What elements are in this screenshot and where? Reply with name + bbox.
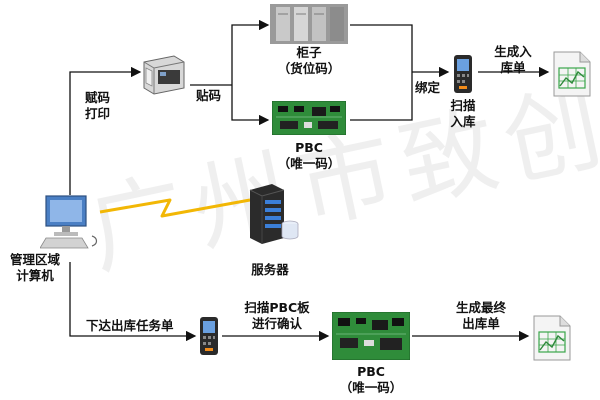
print-label-text-2: 打印 <box>85 106 111 121</box>
pcb-top-sublabel: （唯一码） <box>277 156 341 171</box>
create-final-text-2: 出库单 <box>462 316 500 331</box>
cabinet-icon <box>270 4 348 44</box>
create-receipt-text: 生成入 <box>494 44 532 59</box>
create-final-text: 生成最终 <box>455 300 506 315</box>
server-icon <box>249 184 299 244</box>
scan-confirm-text: 扫描PBC板 <box>244 300 310 315</box>
edge-branch-to-cabinet <box>231 19 270 85</box>
pcb-board-bottom-icon <box>332 312 410 360</box>
computer-label: 管理区域 <box>9 252 60 267</box>
server-label: 服务器 <box>251 262 289 277</box>
pcb-top-label: PBC <box>295 140 323 155</box>
pcb-board-icon <box>272 101 346 135</box>
edge-cabinet-merge <box>350 24 413 121</box>
computer-icon <box>40 195 98 249</box>
scanner-top-label: 扫描 <box>450 98 476 113</box>
scan-confirm-text-2: 进行确认 <box>251 316 302 331</box>
attach-label-text: 贴码 <box>196 88 222 103</box>
handheld-scanner-bottom-icon <box>200 317 218 355</box>
cabinet-label: 柜子 <box>296 45 322 60</box>
create-receipt-text-2: 库单 <box>500 60 526 75</box>
outbound-receipt-icon <box>533 315 571 361</box>
handheld-scanner-icon <box>454 55 472 93</box>
computer-sublabel: 计算机 <box>16 268 54 283</box>
wireless-link <box>99 198 251 218</box>
print-label-text: 赋码 <box>85 90 111 105</box>
cabinet-sublabel: （货位码） <box>277 61 341 76</box>
bind-label-text: 绑定 <box>415 80 441 95</box>
edge-branch-to-pcb <box>231 85 270 126</box>
label-printer-icon <box>143 55 185 95</box>
issue-task-text: 下达出库任务单 <box>86 318 174 333</box>
pcb-bottom-sublabel: （唯一码） <box>339 380 403 395</box>
inbound-receipt-icon <box>553 51 591 97</box>
edge-computer-to-bottom-scanner <box>69 262 197 342</box>
pcb-bottom-label: PBC <box>357 364 385 379</box>
edge-computer-to-printer <box>69 66 142 195</box>
scanner-top-sublabel: 入库 <box>450 114 476 129</box>
